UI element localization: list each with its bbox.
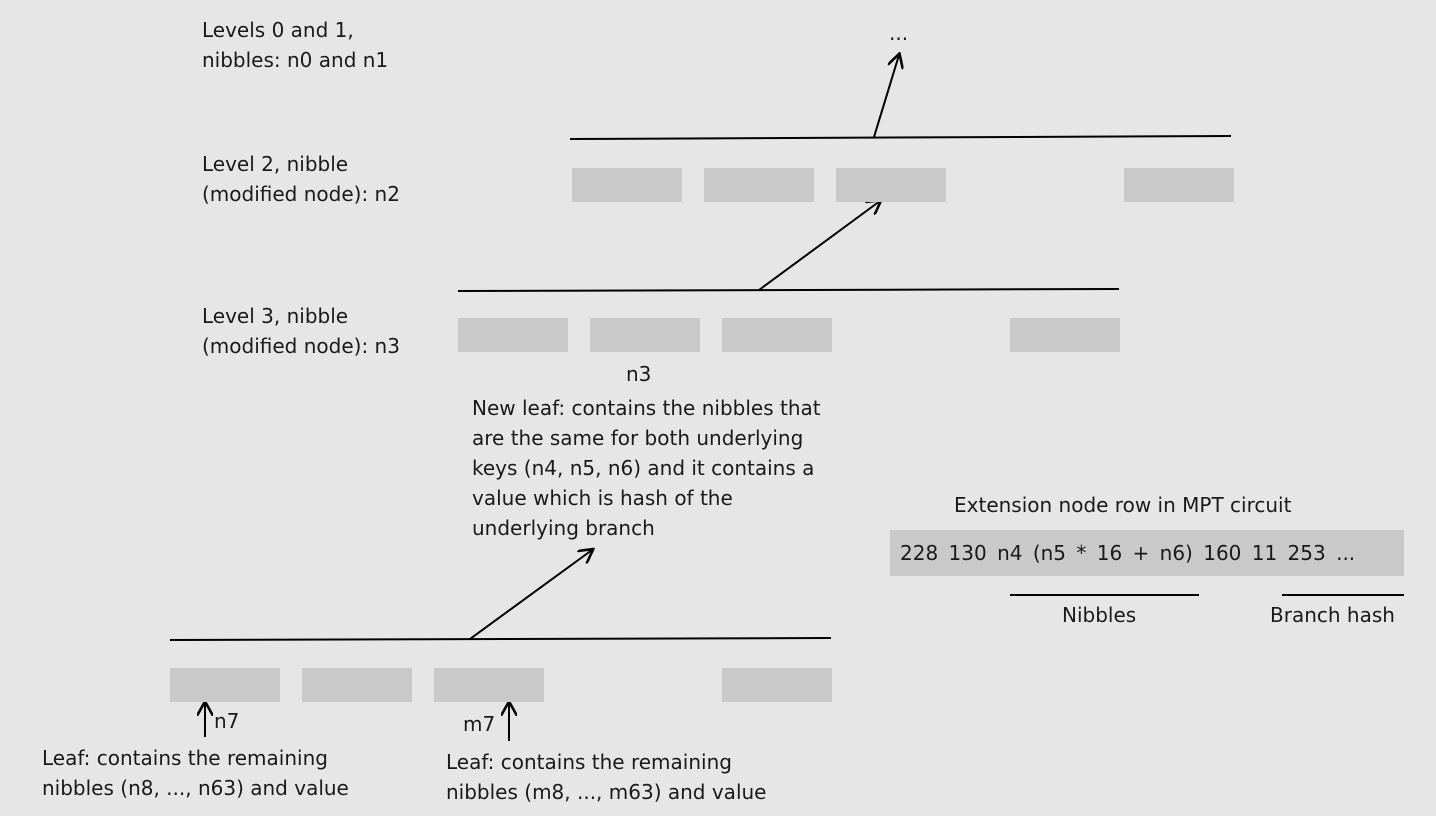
- level3-cell: [722, 318, 832, 352]
- arrow-to-top: [873, 55, 899, 138]
- new-leaf-line: are the same for both underlying: [472, 426, 804, 450]
- level3-cell: [458, 318, 568, 352]
- level01-label: Levels 0 and 1, nibbles: n0 and n1: [202, 15, 388, 75]
- bottom-cell: [722, 668, 832, 702]
- leaf2-line2: nibbles (m8, ..., m63) and value: [446, 780, 767, 804]
- leaf1-line1: Leaf: contains the remaining: [42, 746, 328, 770]
- leaf1-line2: nibbles (n8, ..., n63) and value: [42, 776, 349, 800]
- top-ellipsis: ...: [889, 21, 909, 45]
- level01-line2: nibbles: n0 and n1: [202, 48, 389, 72]
- level3-label: Level 3, nibble (modified node): n3: [202, 301, 400, 361]
- new-leaf-line: underlying branch: [472, 516, 655, 540]
- leaf2-line1: Leaf: contains the remaining: [446, 750, 732, 774]
- bottom-cell: [302, 668, 412, 702]
- nibbles-label: Nibbles: [1062, 603, 1137, 627]
- level2-cell-modified: [836, 168, 946, 202]
- extension-values: 228 130 n4 (n5 * 16 + n6) 160 11 253 ...: [900, 541, 1356, 565]
- level2-label: Level 2, nibble (modified node): n2: [202, 149, 400, 209]
- new-leaf-line: keys (n4, n5, n6) and it contains a: [472, 456, 815, 480]
- bottom-branch-line: [169, 637, 832, 641]
- level2-cell: [572, 168, 682, 202]
- level2-cell: [1124, 168, 1234, 202]
- bottom-cell-m7: [434, 668, 544, 702]
- extension-row: 228 130 n4 (n5 * 16 + n6) 160 11 253 ...: [890, 530, 1404, 576]
- level2-branch-line: [569, 135, 1232, 140]
- leaf2-description: Leaf: contains the remaining nibbles (m8…: [446, 747, 766, 807]
- level2-line1: Level 2, nibble: [202, 152, 349, 176]
- arrow-to-new-leaf: [469, 550, 592, 640]
- n7-label: n7: [214, 709, 240, 733]
- arrow-to-level2: [758, 201, 880, 291]
- level3-branch-line: [457, 288, 1120, 292]
- level3-cell-modified: [590, 318, 700, 352]
- level2-cell: [704, 168, 814, 202]
- new-leaf-line: New leaf: contains the nibbles that: [472, 396, 821, 420]
- level3-line1: Level 3, nibble: [202, 304, 349, 328]
- level3-line2: (modified node): n3: [202, 334, 400, 358]
- m7-label: m7: [463, 712, 496, 736]
- extension-title: Extension node row in MPT circuit: [954, 493, 1292, 517]
- bottom-cell-n7: [170, 668, 280, 702]
- n3-label: n3: [626, 362, 652, 386]
- branch-hash-label: Branch hash: [1270, 603, 1395, 627]
- leaf1-description: Leaf: contains the remaining nibbles (n8…: [42, 743, 349, 803]
- new-leaf-line: value which is hash of the: [472, 486, 733, 510]
- level3-cell: [1010, 318, 1120, 352]
- new-leaf-description: New leaf: contains the nibbles that are …: [472, 393, 821, 543]
- level2-line2: (modified node): n2: [202, 182, 400, 206]
- level01-line1: Levels 0 and 1,: [202, 18, 354, 42]
